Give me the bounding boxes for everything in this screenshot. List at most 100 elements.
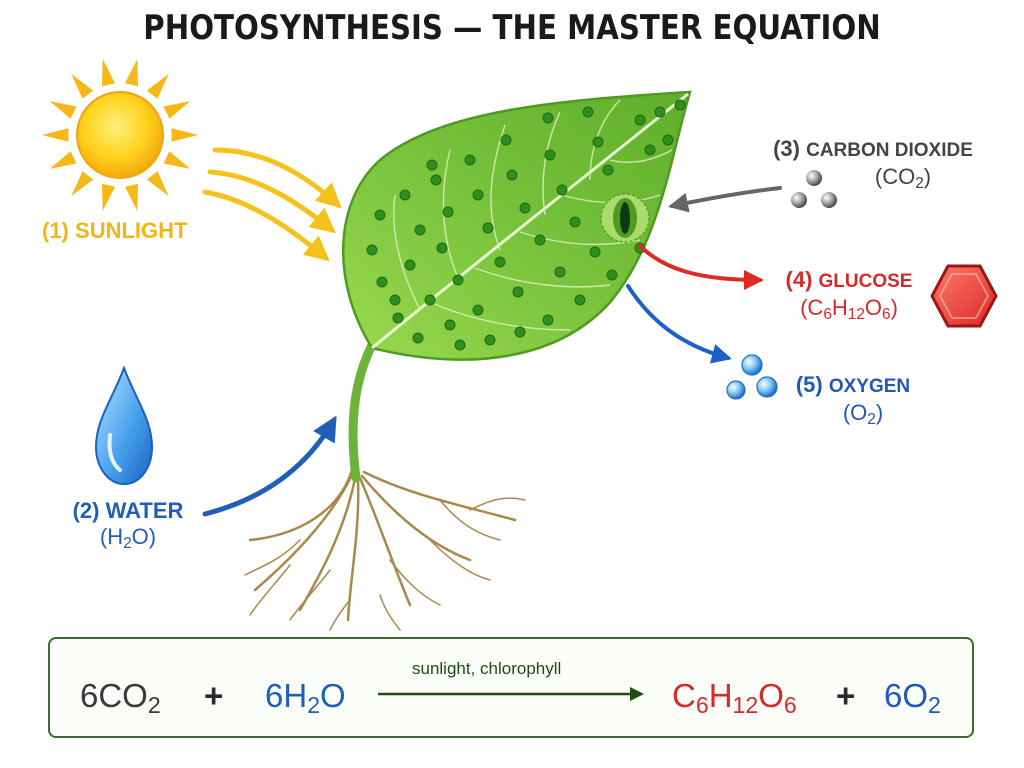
sun-ray	[101, 58, 116, 87]
sunlight-name: SUNLIGHT	[75, 218, 188, 243]
chloroplast-dot	[634, 114, 646, 126]
equation-product-oxygen: 6O2	[884, 677, 941, 718]
roots-illustration	[244, 468, 526, 631]
chloroplast-dot	[376, 276, 388, 288]
water-number: (2)	[72, 498, 100, 523]
chloroplast-dot	[389, 294, 401, 306]
stoma-icon	[600, 193, 650, 243]
sunlight-arrows	[202, 147, 342, 262]
sun-icon	[42, 58, 198, 212]
chloroplast-dot	[506, 169, 518, 181]
chloroplast-dot	[534, 234, 546, 246]
chloroplast-dot	[430, 174, 442, 186]
glucose-number: (4)	[785, 267, 813, 292]
sun-ray	[124, 58, 139, 87]
diagram-scene	[42, 58, 998, 631]
chloroplast-dot	[424, 294, 436, 306]
co2-formula: (CO2)	[874, 164, 932, 192]
co2-label: (3) CARBON DIOXIDE (CO2)	[770, 136, 976, 192]
glucose-name: GLUCOSE	[818, 271, 913, 292]
chloroplast-dot	[589, 246, 601, 258]
sun-ray	[49, 151, 77, 169]
sun-ray	[171, 128, 198, 142]
leaf-illustration	[341, 90, 692, 361]
chloroplast-dot	[582, 106, 594, 118]
co2-arrow	[668, 186, 782, 213]
equation-box	[48, 637, 974, 738]
co2-name: CARBON DIOXIDE	[806, 140, 973, 161]
chloroplast-dot	[544, 149, 556, 161]
chloroplast-dot	[454, 339, 466, 351]
chloroplast-dot	[404, 259, 416, 271]
water-name: WATER	[105, 498, 184, 523]
chloroplast-dot	[500, 134, 512, 146]
page-title: PHOTOSYNTHESIS — THE MASTER EQUATION	[143, 8, 881, 48]
chloroplast-dot	[482, 222, 494, 234]
chloroplast-dot	[569, 216, 581, 228]
water-label: (2) WATER (H2O)	[68, 498, 188, 552]
water-drop-icon	[94, 365, 154, 486]
water-arrow	[202, 415, 337, 517]
equation-condition: sunlight, chlorophyll	[412, 659, 562, 678]
chloroplast-dot	[472, 189, 484, 201]
chloroplast-dot	[644, 144, 656, 156]
equation-reactant-co2: 6CO2	[80, 677, 161, 718]
chloroplast-dot	[662, 134, 674, 146]
chloroplast-dot	[654, 106, 666, 118]
equation-reactant-water: 6H2O	[265, 677, 346, 718]
sun-ray	[146, 74, 169, 99]
sun-ray	[101, 183, 116, 212]
oxygen-label: (5) OXYGEN (O2)	[788, 372, 918, 428]
equation-plus-2: +	[836, 677, 856, 714]
glucose-hexagon-icon	[930, 264, 998, 328]
equation-arrow	[378, 687, 644, 701]
chloroplast-dot	[554, 266, 566, 278]
sun-ray	[124, 183, 139, 212]
glucose-label: (4) GLUCOSE (C6H12O6)	[774, 267, 924, 323]
sun-ray	[146, 171, 169, 196]
chloroplast-dot	[519, 202, 531, 214]
chloroplast-dot	[444, 319, 456, 331]
chloroplast-dot	[514, 326, 526, 338]
chloroplast-dot	[426, 159, 438, 171]
glucose-formula: (C6H12O6)	[800, 295, 898, 323]
chloroplast-dot	[442, 206, 454, 218]
chloroplast-dot	[412, 332, 424, 344]
sun-ray	[49, 101, 77, 119]
oxygen-bubbles-icon	[726, 354, 778, 400]
chloroplast-dot	[464, 154, 476, 166]
equation-product-glucose: C6H12O6	[672, 677, 797, 718]
chloroplast-dot	[556, 184, 568, 196]
sun-ray	[71, 74, 94, 99]
chloroplast-dot	[414, 224, 426, 236]
equation-plus-1: +	[204, 677, 224, 714]
glucose-arrow	[638, 244, 764, 290]
sun-ray	[71, 171, 94, 196]
sun-ray	[163, 151, 191, 169]
chloroplast-dot	[574, 294, 586, 306]
oxygen-formula: (O2)	[842, 400, 884, 428]
chloroplast-dot	[542, 112, 554, 124]
chloroplast-dot	[512, 286, 524, 298]
chloroplast-dot	[366, 244, 378, 256]
chloroplast-dot	[602, 164, 614, 176]
oxygen-number: (5)	[795, 372, 823, 397]
chloroplast-dot	[606, 269, 618, 281]
water-formula: (H2O)	[99, 524, 157, 552]
chloroplast-dot	[452, 274, 464, 286]
sun-ray	[163, 101, 191, 119]
co2-number: (3)	[773, 136, 800, 161]
chloroplast-dot	[436, 242, 448, 254]
sun-ray	[42, 128, 69, 142]
oxygen-name: OXYGEN	[828, 376, 911, 397]
chloroplast-dot	[392, 312, 404, 324]
co2-molecule-icon	[791, 170, 837, 208]
chloroplast-dot	[542, 314, 554, 326]
chloroplast-dot	[399, 189, 411, 201]
chloroplast-dot	[374, 209, 386, 221]
chloroplast-dot	[494, 256, 506, 268]
chloroplast-dot	[592, 136, 604, 148]
oxygen-arrow	[626, 284, 732, 364]
sunlight-number: (1)	[42, 218, 69, 243]
sunlight-label: (1) SUNLIGHT	[42, 218, 187, 244]
